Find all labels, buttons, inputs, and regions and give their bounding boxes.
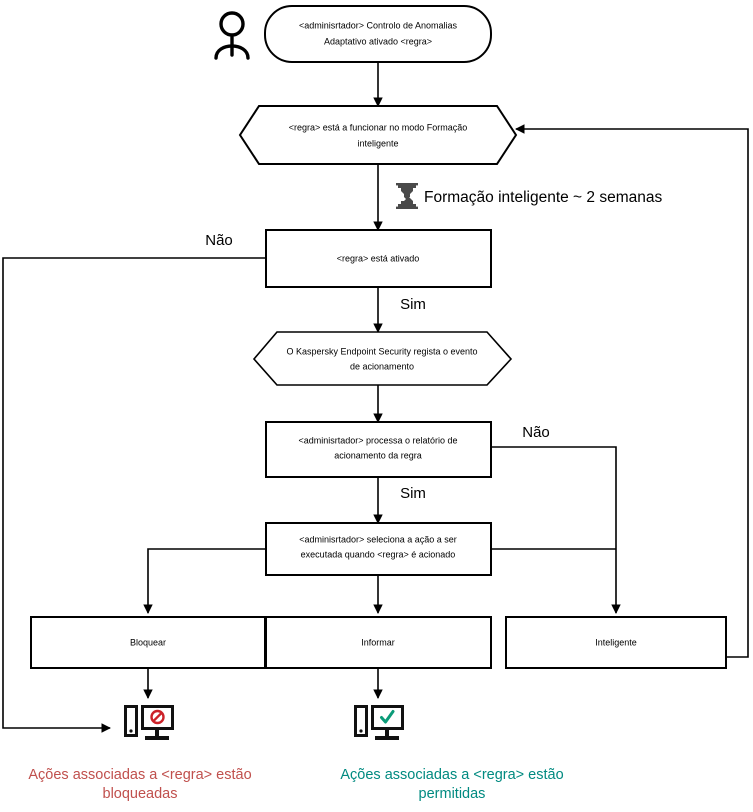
node-start: <adminisrtador> Controlo de Anomalias Ad… [264, 5, 492, 63]
node-start-line2: Adaptativo ativado <regra> [324, 36, 432, 46]
edge-rule-enabled-no [2, 257, 266, 733]
node-kes-line2: de acionamento [350, 361, 414, 371]
node-admin-selects-action: <adminisrtador> seleciona a ação a ser e… [265, 522, 492, 576]
computer-allowed-icon [354, 705, 404, 740]
node-action-smart: Inteligente [505, 616, 727, 669]
node-inform-label: Informar [361, 637, 395, 647]
node-action-line1: <adminisrtador> seleciona a ação a ser [299, 534, 457, 544]
node-training-line2: inteligente [357, 138, 398, 148]
edge-label-report-yes: Sim [400, 485, 426, 502]
node-training-mode: <regra> está a funcionar no modo Formaçã… [238, 105, 518, 165]
edge-label-rule-enabled-no: Não [205, 232, 233, 249]
node-report-line2: acionamento da regra [334, 450, 422, 460]
hourglass-icon [396, 183, 418, 209]
node-block-label: Bloquear [130, 637, 166, 647]
outcome-allowed-line1: Ações associadas a <regra> estão [340, 767, 563, 783]
node-start-line1: <adminisrtador> Controlo de Anomalias [299, 20, 458, 30]
edge-label-report-no: Não [522, 424, 550, 441]
node-action-block: Bloquear [30, 616, 266, 669]
outcome-allowed-line2: permitidas [419, 786, 486, 802]
node-admin-processes-report: <adminisrtador> processa o relatório de … [265, 421, 492, 478]
edge-action-to-block [143, 548, 266, 614]
outcome-allowed-caption: Ações associadas a <regra> estão permiti… [340, 767, 563, 802]
outcome-blocked-line1: Ações associadas a <regra> estão [28, 767, 251, 783]
node-smart-label: Inteligente [595, 637, 637, 647]
node-action-line2: executada quando <regra> é acionado [301, 549, 456, 559]
outcome-blocked-line2: bloqueadas [103, 786, 178, 802]
node-rule-enabled: <regra> está ativado [265, 229, 492, 288]
timer-label: Formação inteligente ~ 2 semanas [424, 189, 662, 206]
node-action-inform: Informar [265, 616, 492, 669]
edge-report-no [491, 446, 621, 614]
node-report-line1: <adminisrtador> processa o relatório de [298, 435, 457, 445]
node-training-line1: <regra> está a funcionar no modo Formaçã… [289, 122, 468, 132]
computer-blocked-icon [124, 705, 174, 740]
edge-smart-loopback [515, 124, 749, 658]
person-icon [214, 11, 250, 60]
outcome-blocked-caption: Ações associadas a <regra> estão bloquea… [28, 767, 251, 802]
node-kes-line1: O Kaspersky Endpoint Security regista o … [286, 346, 477, 356]
edge-label-rule-enabled-yes: Sim [400, 296, 426, 313]
node-kes-logs-event: O Kaspersky Endpoint Security regista o … [252, 331, 513, 386]
node-rule-enabled-line1: <regra> está ativado [337, 253, 420, 263]
